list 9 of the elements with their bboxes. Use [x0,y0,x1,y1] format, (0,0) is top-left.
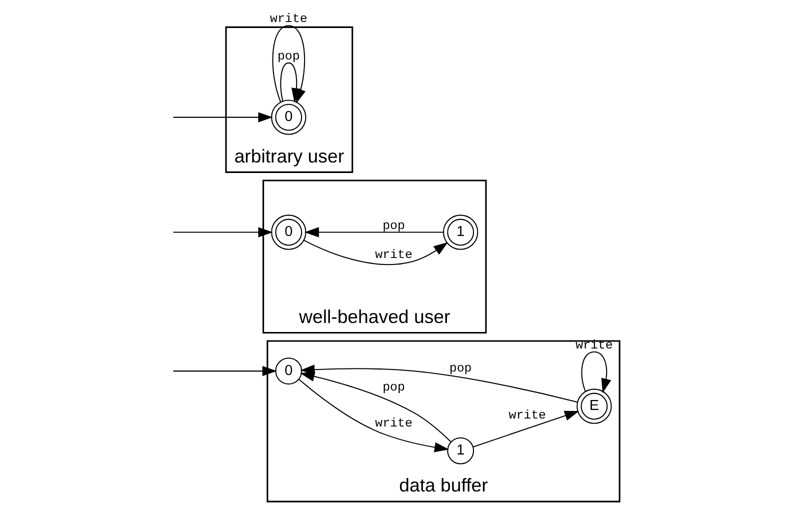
edge-label: write [374,248,412,262]
edge-label: pop [448,362,472,376]
edge-label: write [374,416,412,431]
edge-label: write [270,12,307,26]
edge-label: pop [382,380,404,394]
edge-label: pop [276,49,300,64]
edge-label: write [508,408,546,422]
edge-label: pop [382,218,404,233]
edge-label: write [575,338,612,352]
